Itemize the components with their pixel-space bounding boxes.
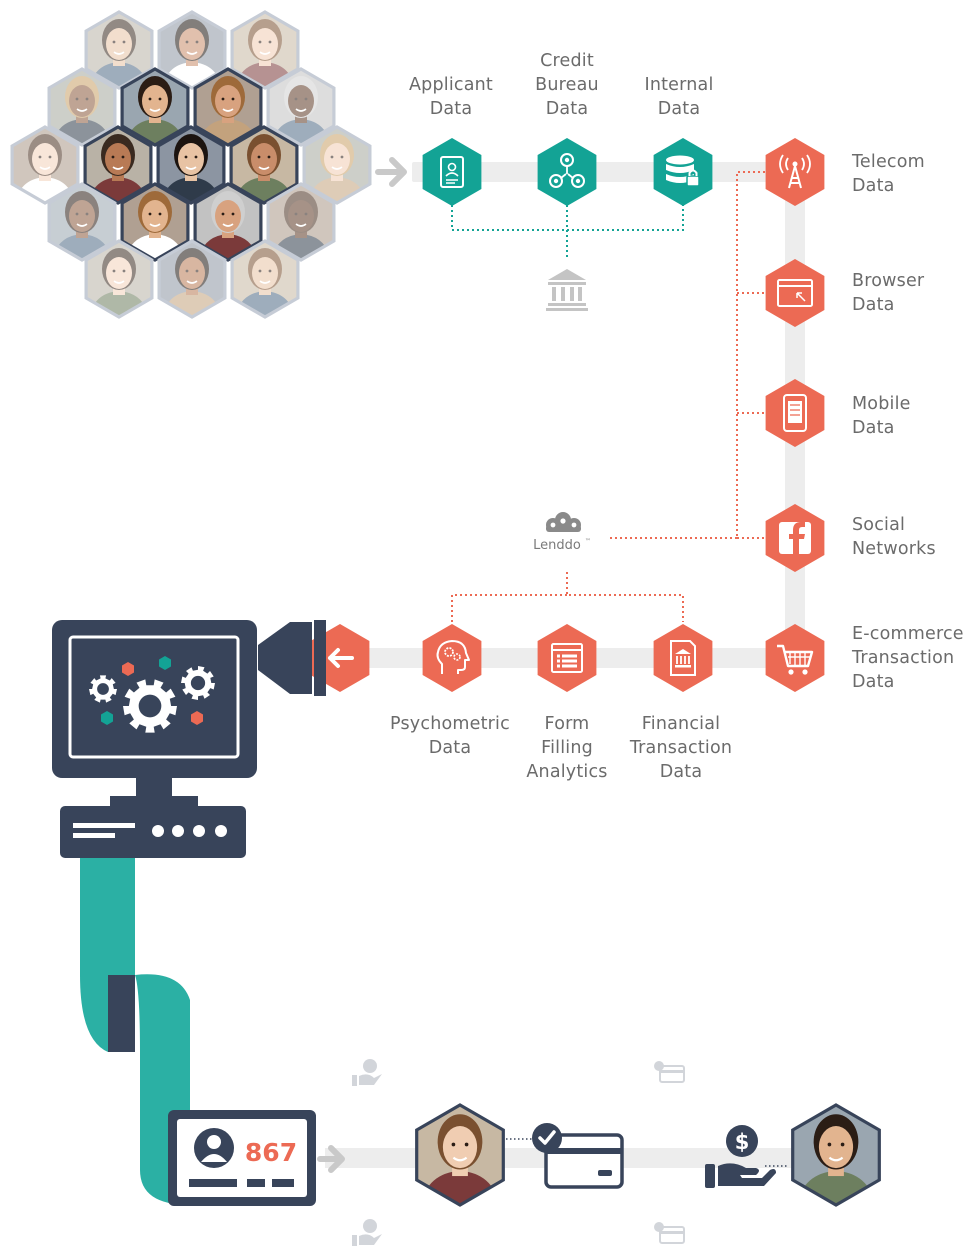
output-arrow-icon [317,1145,345,1173]
hand-dollar-icon: $ [705,1125,789,1188]
credit-score-card: 867 [168,1110,316,1206]
bank-document-icon [653,624,713,692]
alternative-sources-connector [451,171,765,622]
label-ecommerce-transaction-data: E-commerce Transaction Data [852,624,964,692]
label-telecom-data: Telecom Data [852,152,925,196]
applicant-face-avatar [266,67,336,147]
mobile-phone-icon [765,379,825,447]
applicant-face-avatar [193,67,263,147]
scoring-computer [52,620,326,858]
applicant-face-avatar [10,125,80,205]
brain-gears-icon [422,624,482,692]
applicant-face-avatar [302,125,372,205]
ghost-hand-dollar-icon [352,1059,382,1086]
applicant-face-avatar [156,125,226,205]
applicant-face-avatar [230,239,300,319]
brand-name: Lenddo ™ [533,538,591,553]
form-list-icon [537,624,597,692]
applicant-face-avatar [120,67,190,147]
ghost-hand-dollar-icon [352,1219,382,1246]
label-mobile-data: Mobile Data [852,394,911,438]
bank-building-icon [546,269,588,311]
applicant-document-icon [422,138,482,206]
applicant-face-avatar [47,182,117,262]
browser-window-icon [765,259,825,327]
label-social-networks: Social Networks [852,515,936,559]
label-applicant-data: Applicant Data [408,75,493,119]
facebook-icon [765,504,825,572]
label-browser-data: Browser Data [852,271,925,315]
applicant-faces-honeycomb [10,10,372,319]
internal-sources-connector [451,205,684,258]
ghost-credit-card-icon [654,1222,685,1244]
credit-bureau-network-icon [537,138,597,206]
gears-icon [89,666,215,733]
label-financial-transaction-data: Financial Transaction Data [629,714,733,782]
label-form-filling-analytics: Form Filling Analytics [526,714,608,782]
database-lock-icon [653,138,713,206]
svg-text:$: $ [735,1130,750,1154]
credit-score-value: 867 [245,1138,297,1167]
user-avatar-icon [194,1128,234,1168]
lenddo-logo: Lenddo ™ [533,512,591,553]
cloud-people-icon [546,512,581,532]
cell-tower-icon [765,138,825,206]
ghost-credit-card-icon [654,1061,685,1083]
input-arrow-icon [375,157,407,187]
label-internal-data: Internal Data [644,75,714,119]
label-psychometric-data: Psychometric Data [390,714,510,758]
applicant-face-avatar [47,67,117,147]
label-credit-bureau-data: Credit Bureau Data [535,51,599,119]
shopping-cart-icon [765,624,825,692]
credit-card-check-icon [506,1123,624,1189]
